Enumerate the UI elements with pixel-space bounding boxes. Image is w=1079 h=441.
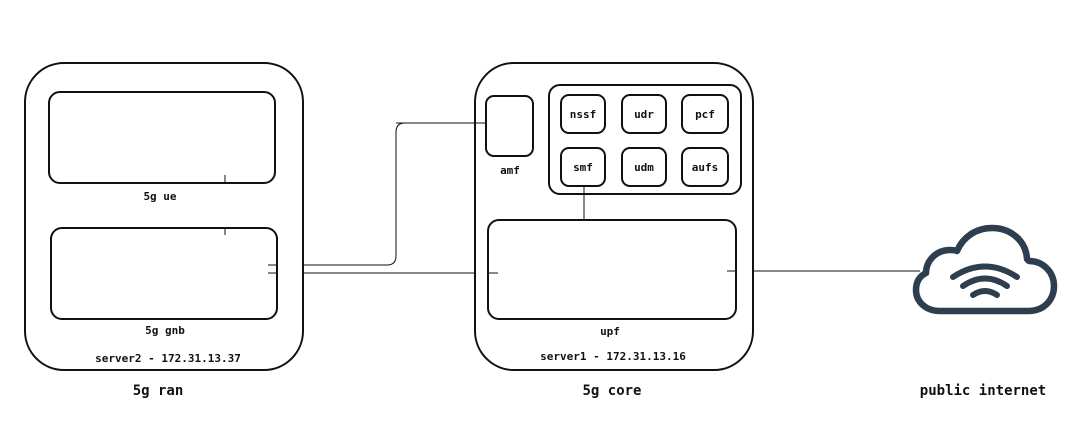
internet-caption: public internet <box>919 383 1047 399</box>
upf-label: upf <box>600 325 620 338</box>
core-caption: 5g core <box>582 383 642 399</box>
nf-aufs: aufs <box>681 147 729 187</box>
ue-box <box>48 91 276 184</box>
nf-nssf: nssf <box>560 94 606 134</box>
ue-label: 5g ue <box>143 190 177 203</box>
core-server-label: server1 - 172.31.13.16 <box>540 350 686 363</box>
gnb-box <box>50 227 278 320</box>
nf-udm: udm <box>621 147 667 187</box>
ran-server-label: server2 - 172.31.13.37 <box>95 352 241 365</box>
nf-pcf: pcf <box>681 94 729 134</box>
gnb-label: 5g gnb <box>145 324 185 337</box>
upf-box <box>487 219 737 320</box>
nf-smf: smf <box>560 147 606 187</box>
amf-box <box>485 95 534 157</box>
amf-label: amf <box>500 164 520 177</box>
cloud-wifi-icon <box>912 224 1058 315</box>
nf-udr: udr <box>621 94 667 134</box>
ran-caption: 5g ran <box>132 383 184 399</box>
